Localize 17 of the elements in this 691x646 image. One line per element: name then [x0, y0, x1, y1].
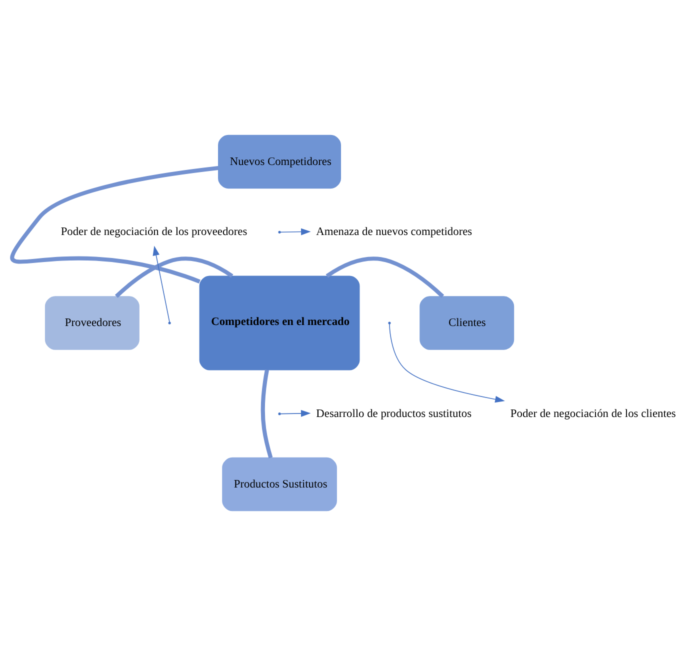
node-box: Proveedores: [44, 296, 140, 350]
node-text: Poder de negociación de los clientes: [510, 408, 676, 420]
node-box: Competidores en el mercado: [199, 276, 360, 370]
arrow: [280, 228, 311, 236]
node-text: Desarrollo de productos sustitutos: [316, 408, 472, 420]
node-box: Productos Sustitutos: [222, 457, 337, 512]
node-box: Nuevos Competidores: [218, 134, 342, 189]
arrow: [389, 324, 505, 403]
connector: [10, 166, 219, 284]
arrow: [280, 410, 311, 417]
connector: [114, 256, 234, 298]
connector: [260, 370, 273, 458]
connector: [326, 256, 444, 298]
node-text: Poder de negociación de los proveedores: [60, 226, 248, 238]
node-box: Clientes: [420, 296, 514, 350]
arrow: [152, 246, 170, 322]
node-text: Amenaza de nuevos competidores: [316, 226, 472, 238]
